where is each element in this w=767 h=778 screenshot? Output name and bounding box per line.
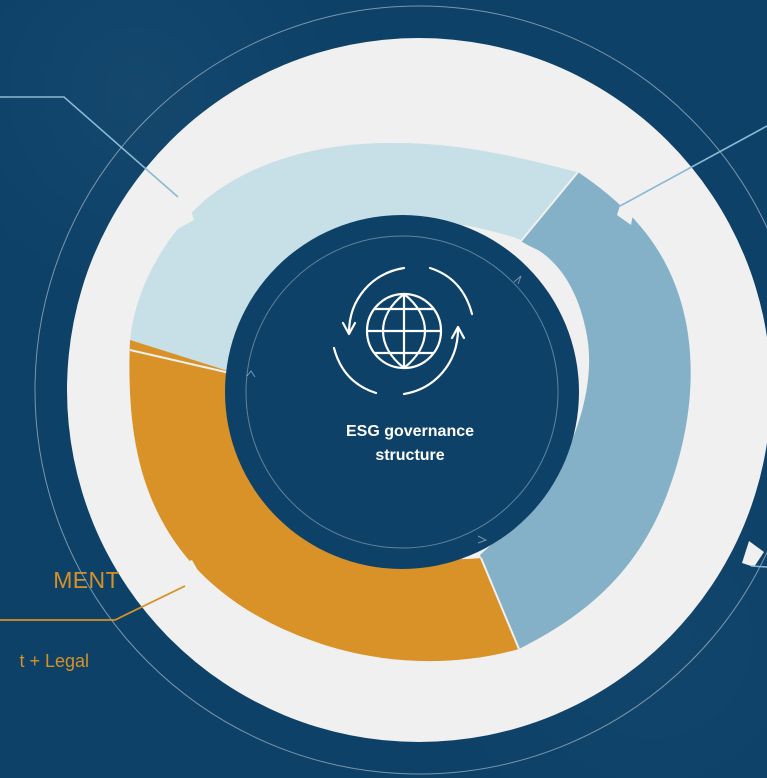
right-connector-line [750,565,767,568]
center-title-line1: ESG governance [345,423,475,440]
separator-top-right [520,171,579,242]
segment-right-lower-notch [742,541,764,567]
segment-top-left-notch [172,190,194,231]
segment-bottom-left [129,340,519,662]
outer-guide-ring [34,5,767,775]
center-title-line2: structure [375,447,445,464]
left-subtext-partial: t + Legal [19,651,89,671]
segment-bottom-left-notch [179,560,214,599]
top-left-connector-line [0,96,179,198]
segment-right-notch [617,196,636,225]
separator-left [129,349,244,377]
globe-with-refresh-arrows-icon [332,266,474,396]
bottom-left-connector-line [0,585,186,621]
segment-right [480,172,691,649]
left-heading-partial: MENT [53,567,120,593]
inner-arrow-top-right-icon [513,275,522,285]
inner-arrow-bottom-icon [477,535,488,544]
inner-arrow-left-icon [246,370,256,378]
top-right-connector-line [619,125,767,207]
center-circle [225,215,579,569]
separator-bottom-right [480,557,520,650]
inner-guide-ring [245,235,559,549]
center-title: ESG governance structure [310,420,510,468]
